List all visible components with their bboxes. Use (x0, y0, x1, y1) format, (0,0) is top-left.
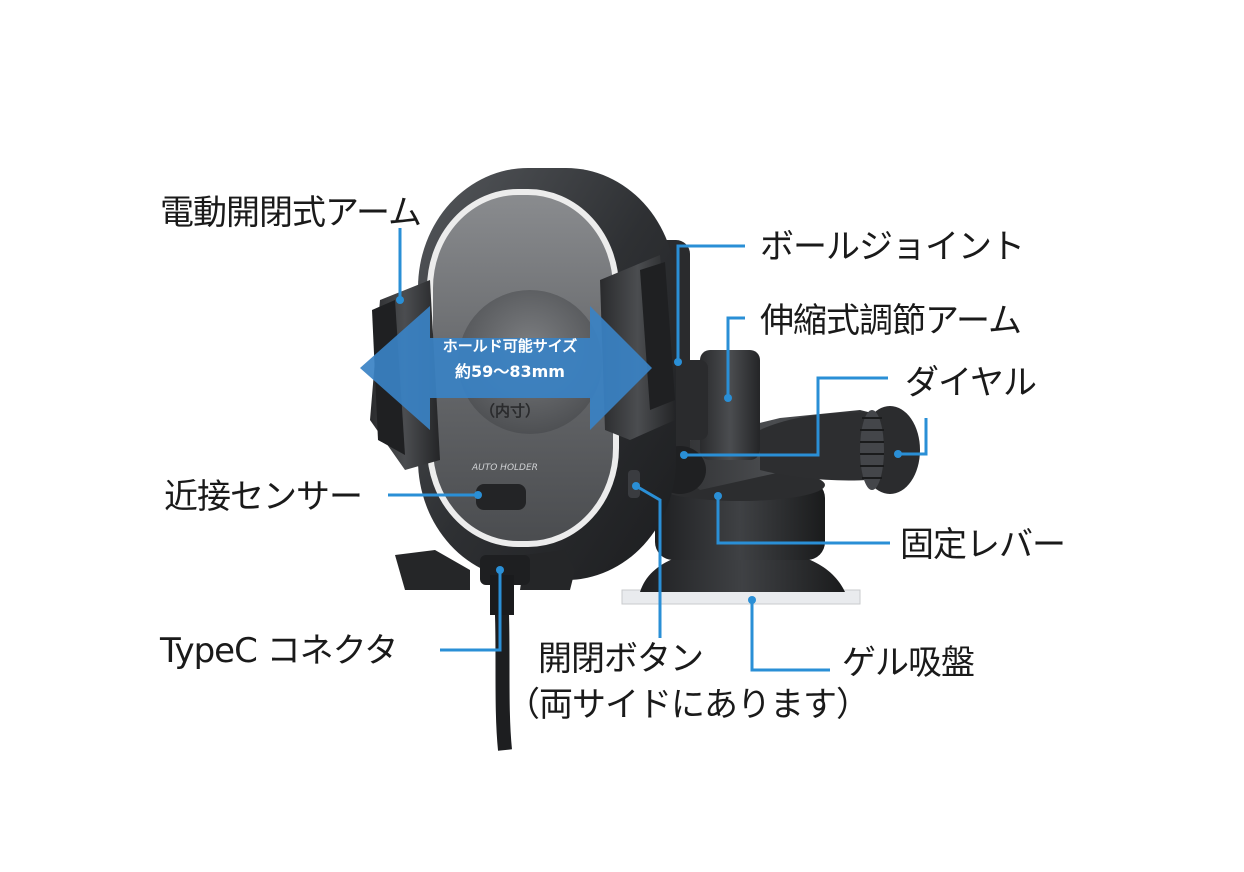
leader-lines (388, 228, 928, 672)
hold-size-line1: ホールド可能サイズ (442, 337, 578, 355)
label-ball-joint: ボールジョイント (760, 227, 1025, 267)
hold-size-line2: 約59～83mm (455, 362, 565, 381)
dial-knob (860, 406, 920, 494)
leader-dots (396, 296, 902, 604)
label-open-close-button-note: （両サイドにあります） (506, 685, 870, 725)
label-proximity-sensor: 近接センサー (164, 477, 363, 517)
label-telescopic-arm: 伸縮式調節アーム (760, 301, 1022, 341)
bottom-feet (395, 550, 575, 615)
device-brand-text: AUTO HOLDER (471, 463, 538, 473)
label-lock-lever: 固定レバー (900, 525, 1066, 565)
label-open-close-button: 開閉ボタン (538, 639, 704, 679)
hold-size-arrow (360, 306, 652, 430)
label-dial: ダイヤル (905, 363, 1037, 403)
label-typec-connector: TypeC コネクタ (160, 631, 398, 671)
hold-size-line3: （内寸） (479, 402, 540, 420)
suction-base (621, 469, 861, 605)
label-gel-suction: ゲル吸盤 (842, 643, 975, 683)
label-electric-arm: 電動開閉式アーム (160, 193, 422, 233)
